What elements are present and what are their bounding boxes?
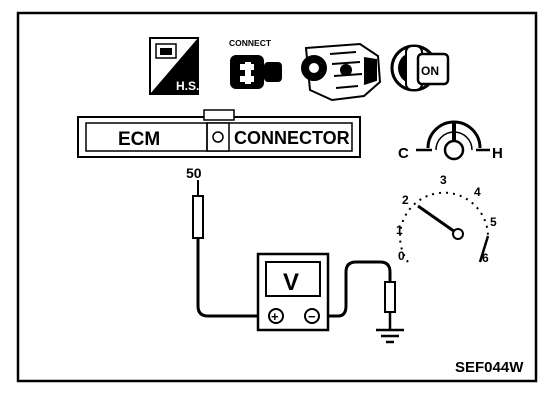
- connect-icon: CONNECT: [229, 38, 282, 89]
- connect-label: CONNECT: [229, 38, 272, 48]
- voltmeter-negative-terminal: [304, 308, 320, 324]
- temp-hot-label: H: [492, 145, 503, 162]
- ignition-key-icon: ON: [390, 44, 450, 92]
- tach-tick-6: 6: [482, 251, 489, 265]
- tach-tick-3: 3: [440, 173, 447, 187]
- tachometer: 0 1 2 3 4 5 6: [396, 173, 497, 265]
- voltmeter-positive-label: +: [271, 309, 279, 324]
- ecm-connector: ECM CONNECTOR: [77, 109, 361, 158]
- hot-soak-icon: H.S.: [149, 37, 199, 95]
- voltmeter: V + −: [256, 252, 330, 332]
- temp-cold-label: C: [398, 145, 409, 162]
- temperature-gauge: C H: [398, 120, 503, 162]
- figure-code: SEF044W: [455, 359, 524, 376]
- voltmeter-positive-terminal: [268, 308, 284, 324]
- voltmeter-negative-label: −: [308, 309, 316, 324]
- ignition-on-label: ON: [421, 64, 439, 78]
- terminal-number-label: 50: [186, 165, 202, 181]
- tach-tick-4: 4: [474, 185, 481, 199]
- tach-tick-1: 1: [396, 223, 403, 237]
- tach-tick-0: 0: [398, 249, 405, 263]
- tach-tick-2: 2: [402, 193, 409, 207]
- connector-name-label: CONNECTOR: [234, 128, 350, 148]
- test-leads: [192, 180, 404, 344]
- connector-ecm-label: ECM: [118, 129, 160, 150]
- engine-icon: [301, 42, 382, 102]
- tach-tick-5: 5: [490, 215, 497, 229]
- hot-soak-label: H.S.: [176, 79, 199, 93]
- voltmeter-label: V: [283, 269, 299, 296]
